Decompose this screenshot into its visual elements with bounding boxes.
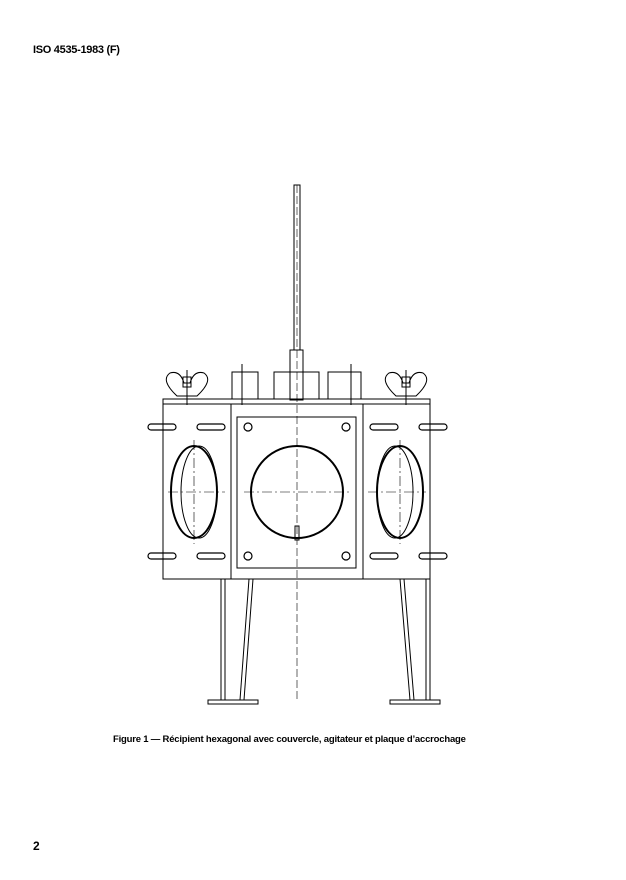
bolts bbox=[147, 422, 448, 561]
wing-nut-left bbox=[165, 370, 209, 405]
page-number: 2 bbox=[33, 839, 40, 853]
right-window bbox=[368, 440, 426, 544]
legs bbox=[207, 578, 441, 705]
vessel-body bbox=[162, 403, 431, 580]
lid bbox=[162, 364, 431, 405]
wing-nut-right bbox=[384, 370, 428, 405]
figure-caption: Figure 1 — Récipient hexagonal avec couv… bbox=[113, 734, 466, 745]
document-header: ISO 4535-1983 (F) bbox=[33, 44, 120, 56]
front-window bbox=[244, 445, 350, 541]
stirrer-rod bbox=[289, 184, 304, 700]
left-window bbox=[168, 440, 225, 544]
